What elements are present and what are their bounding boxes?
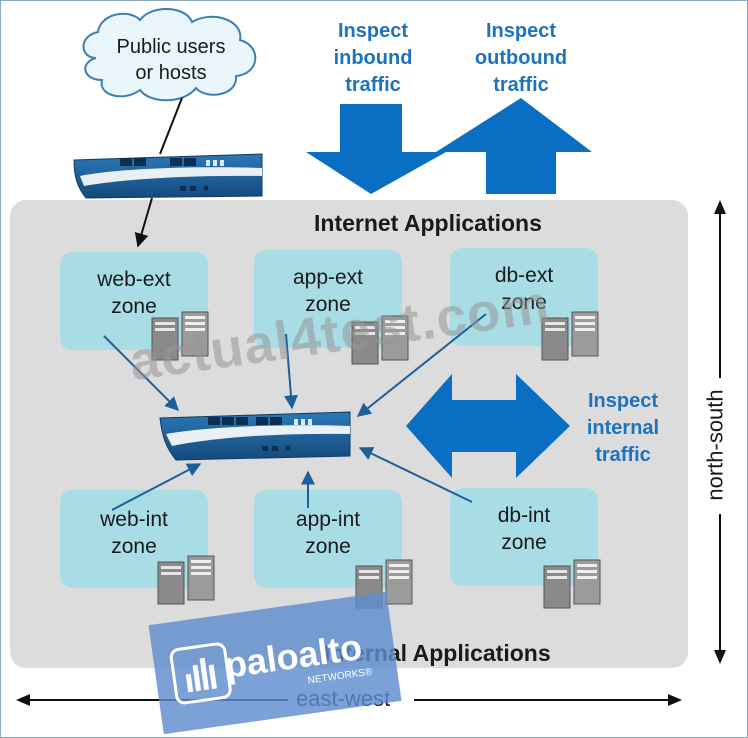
label-line: traffic — [345, 74, 401, 96]
north-south-label: north-south — [702, 389, 728, 501]
zone-web-ext: web-ext zone — [60, 252, 208, 350]
app-ext-arrow — [284, 333, 298, 410]
zone-label: app-int zone — [254, 506, 402, 560]
logo-mark-icon — [169, 642, 232, 705]
db-ext-arrow — [356, 313, 487, 417]
label-line: outbound — [474, 47, 568, 69]
cloud-label: Public users or hosts — [96, 34, 246, 86]
cloud-icon — [82, 7, 257, 102]
zone-label: app-ext zone — [254, 264, 402, 318]
internal-traffic-label: Inspect internal traffic — [570, 388, 676, 469]
cloud-to-firewall-line — [159, 97, 183, 155]
zone-db-int: db-int zone — [450, 488, 598, 586]
zone-name: web-ext — [97, 268, 171, 291]
zone-db-ext: db-ext zone — [450, 248, 598, 346]
server-icon — [157, 555, 215, 605]
zone-word: zone — [501, 531, 547, 554]
firewall-icon — [73, 153, 263, 199]
zone-name: db-ext — [494, 264, 554, 287]
db-int-arrow — [358, 447, 473, 503]
outbound-label: Inspect outbound traffic — [456, 18, 586, 99]
zone-name: app-int — [295, 508, 361, 531]
label-line: traffic — [595, 444, 651, 466]
web-int-arrow — [111, 463, 202, 511]
label-line: internal — [586, 417, 660, 439]
zone-word: zone — [305, 535, 351, 558]
firewall-to-web-ext-arrow — [134, 197, 153, 248]
firewall-icon — [159, 411, 351, 461]
zone-name: web-int — [100, 508, 168, 531]
outbound-arrow-icon — [436, 98, 592, 194]
label-line: Inspect — [337, 20, 409, 42]
cloud-line: or hosts — [135, 62, 207, 84]
paloalto-logo: paloalto NETWORKS® — [148, 591, 402, 735]
zone-name: app-ext — [292, 266, 364, 289]
zone-word: zone — [111, 295, 157, 318]
label-line: inbound — [333, 47, 413, 69]
label-line: Inspect — [485, 20, 557, 42]
zone-label: web-ext zone — [60, 266, 208, 320]
inbound-label: Inspect inbound traffic — [316, 18, 430, 99]
zone-label: db-int zone — [450, 502, 598, 556]
label-line: Inspect — [587, 390, 659, 412]
internal-arrow-icon — [406, 374, 570, 478]
label-line: traffic — [493, 74, 549, 96]
web-ext-arrow — [103, 335, 179, 411]
north-south-axis-icon — [714, 200, 726, 664]
zone-word: zone — [305, 293, 351, 316]
server-icon — [543, 559, 601, 609]
zone-word: zone — [501, 291, 547, 314]
zone-word: zone — [111, 535, 157, 558]
cloud-line: Public users — [116, 36, 226, 58]
zone-name: db-int — [497, 504, 551, 527]
internet-applications-title: Internet Applications — [314, 210, 542, 236]
inbound-arrow-icon — [306, 104, 446, 194]
zone-label: db-ext zone — [450, 262, 598, 316]
zone-label: web-int zone — [60, 506, 208, 560]
